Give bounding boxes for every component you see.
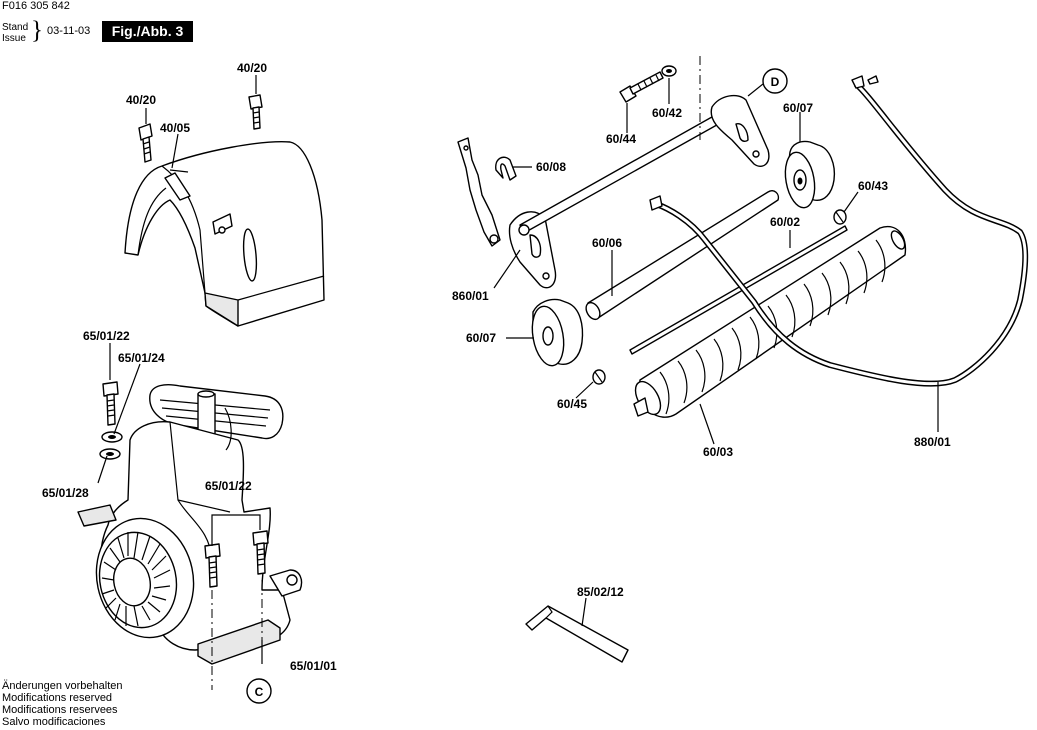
cover-screw-2 [248,94,263,130]
leader-65-01-28 [97,455,108,484]
issue-date: 03-11-03 [47,25,91,37]
label-880-01: 880/01 [914,435,951,449]
rod-part [629,225,848,355]
wheel-left-part [531,298,584,367]
leader-60-45 [575,381,594,399]
brace-glyph: } [31,17,43,44]
label-65-01-24: 65/01/24 [118,351,165,365]
leader-40-05 [171,133,179,169]
footer-note-de: Änderungen vorbehalten [2,680,123,692]
leader-60-03 [699,403,715,445]
label-60-43: 60/43 [858,179,888,193]
leader-85-02-12 [581,597,587,627]
clip-part [495,156,517,181]
label-60-44: 60/44 [606,132,636,146]
label-40-05: 40/05 [160,121,190,135]
engine-bolt-pair [204,530,269,588]
footer-note-es: Salvo modificaciones [2,716,106,728]
frame-screw [619,65,677,103]
ref-marker-d: D [771,75,780,89]
leader-65-01-24 [113,363,141,435]
label-60-06: 60/06 [592,236,622,250]
stand-issue-label: Stand Issue [2,22,28,44]
frame-assembly-part [457,94,770,289]
label-40-20-a: 40/20 [126,93,156,107]
label-60-07-b: 60/07 [466,331,496,345]
engine-part [77,384,303,665]
hex-key-part [525,605,629,663]
roller-part [633,225,907,418]
label-60-07-a: 60/07 [783,101,813,115]
label-60-03: 60/03 [703,445,733,459]
label-65-01-22-b: 65/01/22 [205,479,252,493]
leader-ref-d [747,83,764,97]
label-60-45: 60/45 [557,397,587,411]
tube-part [585,190,780,321]
footer-notes: Änderungen vorbehalten Modifications res… [2,680,122,728]
label-60-08: 60/08 [536,160,566,174]
cover-screw-1 [138,123,153,163]
engine-cover-part [124,141,325,327]
ref-circle-d [762,68,788,94]
figure-label: Fig./Abb. 3 [102,21,193,42]
cap-right-part [833,209,847,225]
footer-note-fr: Modifications reservees [2,704,118,716]
label-60-42: 60/42 [652,106,682,120]
label-40-20-b: 40/20 [237,61,267,75]
document-number: F016 305 842 [2,0,70,12]
label-65-01-28: 65/01/28 [42,486,89,500]
stand-label: Stand [2,22,29,33]
leader-60-43 [843,191,859,213]
footer-note-en: Modifications reserved [2,692,113,704]
label-65-01-22-a: 65/01/22 [83,329,130,343]
ref-circle-c [246,678,272,704]
leader-860-01 [493,249,521,289]
ref-marker-c: C [255,685,264,699]
label-85-02-12: 85/02/12 [577,585,624,599]
wheel-right-part [784,140,836,209]
label-65-01-01: 65/01/01 [290,659,337,673]
handle-rod-part [649,75,1029,387]
engine-bolt-left [99,381,123,460]
leader-65-01-22-b [211,514,261,546]
label-60-02: 60/02 [770,215,800,229]
label-860-01: 860/01 [452,289,489,303]
cap-left-part [592,369,606,385]
issue-label: Issue [2,33,26,44]
